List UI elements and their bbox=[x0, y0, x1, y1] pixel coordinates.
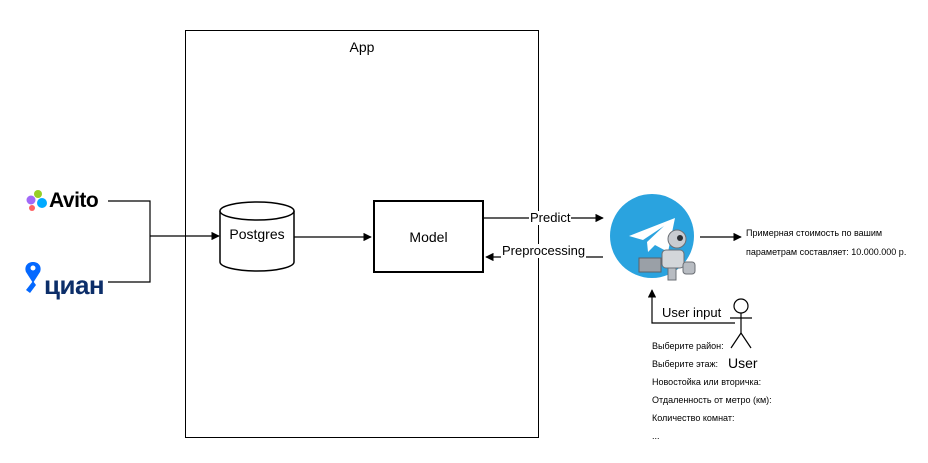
postgres-database-icon bbox=[219, 201, 295, 272]
avito-logo-text: Avito bbox=[49, 189, 99, 212]
preprocessing-label: Preprocessing bbox=[501, 243, 587, 258]
prompt-item: ... bbox=[652, 431, 660, 441]
cian-logo-text: циан bbox=[44, 270, 105, 300]
model-node: Model bbox=[373, 200, 484, 273]
predict-label: Predict bbox=[529, 210, 572, 225]
avito-logo-icon bbox=[26, 190, 47, 211]
prompt-item: Отдаленность от метро (км): bbox=[652, 395, 772, 405]
postgres-label: Postgres bbox=[229, 226, 285, 242]
user-input-label: User input bbox=[662, 305, 722, 320]
avito-connector bbox=[108, 200, 151, 236]
prompt-item: Выберите этаж: bbox=[652, 359, 719, 369]
bot-prompts-list: Выберите район: Выберите этаж: Новостойк… bbox=[652, 337, 772, 445]
prompt-item: Выберите район: bbox=[652, 341, 724, 351]
prompt-item: Новостойка или вторичка: bbox=[652, 377, 762, 387]
telegram-robot-icon bbox=[610, 194, 696, 281]
prompt-item: Количество комнат: bbox=[652, 413, 735, 423]
result-message: Примерная стоимость по вашим параметрам … bbox=[746, 228, 907, 257]
user-input-arrow bbox=[647, 289, 735, 324]
cian-logo-icon bbox=[25, 262, 41, 293]
model-label: Model bbox=[409, 228, 448, 245]
app-container bbox=[185, 30, 539, 438]
app-title: App bbox=[349, 39, 375, 55]
user-actor-icon bbox=[730, 298, 752, 349]
user-label: User bbox=[728, 355, 758, 371]
cian-connector bbox=[108, 236, 151, 283]
